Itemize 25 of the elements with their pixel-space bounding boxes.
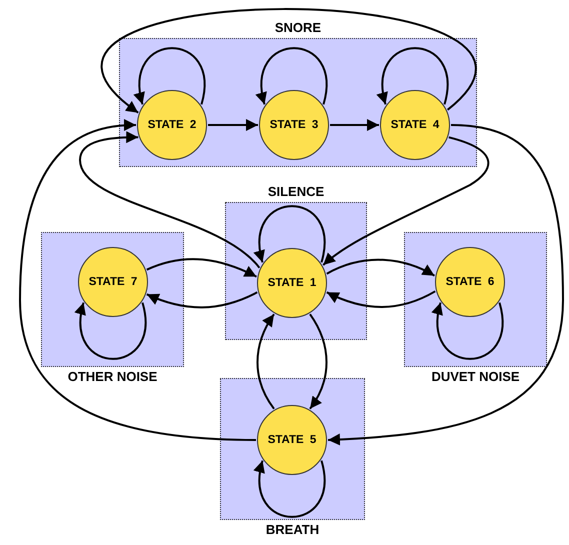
self-loop-arrow: [134, 47, 206, 105]
arrow: [330, 119, 379, 131]
group-heading: SILENCE: [266, 184, 326, 200]
self-loop-arrow: [256, 47, 328, 105]
arrow: [309, 314, 328, 410]
self-loop-arrow: [76, 302, 146, 360]
arrow: [322, 136, 490, 266]
self-loop-arrow: [432, 302, 504, 360]
arrow: [146, 258, 257, 278]
self-loop-arrow: [254, 205, 326, 263]
group-heading: OTHER NOISE: [66, 369, 158, 385]
arrow: [104, 8, 474, 114]
arrow: [19, 119, 256, 441]
group-heading: BREATH: [264, 522, 320, 538]
arrow: [208, 119, 258, 131]
arrow: [146, 291, 258, 308]
arrow: [326, 290, 436, 308]
arrow: [256, 314, 275, 410]
arrow: [326, 258, 435, 277]
arrow: [79, 131, 260, 268]
group-heading: DUVET NOISE: [430, 369, 521, 385]
self-loop-arrow: [254, 460, 326, 518]
group-heading: SNORE: [274, 20, 322, 36]
self-loop-arrow: [378, 47, 448, 105]
arrow: [328, 124, 564, 446]
